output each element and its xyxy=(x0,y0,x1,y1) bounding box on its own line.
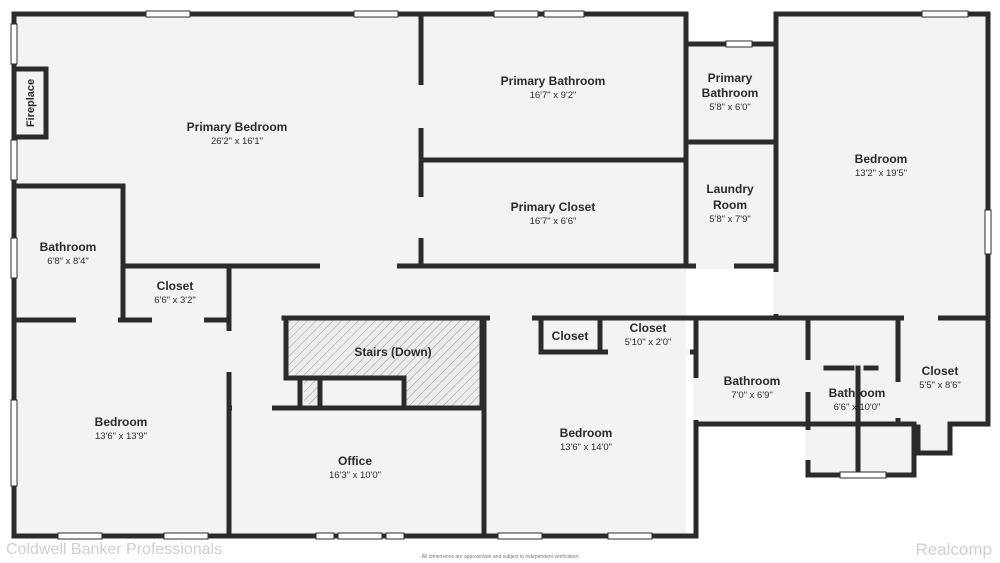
laundry-room-dims: 5'8" x 7'9" xyxy=(709,214,751,225)
closet-left-dims: 6'6" x 3'2" xyxy=(154,295,196,306)
walls xyxy=(11,11,991,539)
bedroom-right-label: Bedroom xyxy=(855,152,908,166)
office-dims: 16'3" x 10'0" xyxy=(329,470,381,481)
primary-closet-dims: 16'7" x 6'6" xyxy=(530,216,577,227)
windows xyxy=(10,10,992,540)
mls-watermark: Realcomp xyxy=(915,540,992,559)
fireplace: Fireplace xyxy=(11,66,49,140)
brokerage-watermark: Coldwell Banker Professionals xyxy=(6,541,223,558)
bedroom-right-dims: 13'2" x 19'5" xyxy=(855,168,907,179)
stairs-area xyxy=(286,318,482,408)
primary-bathroom-dims: 16'7" x 9'2" xyxy=(530,90,577,101)
openings xyxy=(76,85,938,460)
closet-right-dims: 5'5" x 8'6" xyxy=(919,380,961,391)
floor-fills xyxy=(14,14,988,537)
stairs-landing xyxy=(304,378,318,404)
bedroom-mid-dims: 13'6" x 14'0" xyxy=(560,442,612,453)
disclaimer-text: All dimensions are approximate and subje… xyxy=(421,554,579,560)
primary-closet-label: Primary Closet xyxy=(511,200,596,214)
laundry-room-label-1: Laundry xyxy=(706,182,754,196)
room-labels: Primary Bedroom 26'2" x 16'1" Primary Ba… xyxy=(40,71,961,481)
closet-mid-dims: 5'10" x 2'0" xyxy=(625,337,672,348)
primary-bathroom-small-label-1: Primary xyxy=(708,71,753,85)
bedroom-left-dims: 13'6" x 13'9" xyxy=(95,431,147,442)
bathroom-left-label: Bathroom xyxy=(40,240,97,254)
bathroom-mid-label: Bathroom xyxy=(724,374,781,388)
bathroom-mid-dims: 7'0" x 6'9" xyxy=(731,390,773,401)
closet-right-label: Closet xyxy=(922,364,959,378)
primary-bathroom-small-label-2: Bathroom xyxy=(702,86,759,100)
bathroom-left-dims: 6'8" x 8'4" xyxy=(47,256,89,267)
closet-small-label: Closet xyxy=(552,329,589,343)
bedroom-left-label: Bedroom xyxy=(95,415,148,429)
bedroom-mid-label: Bedroom xyxy=(560,426,613,440)
primary-bedroom-dims: 26'2" x 16'1" xyxy=(211,136,263,147)
closet-left-label: Closet xyxy=(157,279,194,293)
fireplace-label: Fireplace xyxy=(25,79,37,127)
laundry-room-label-2: Room xyxy=(713,198,747,212)
closet-mid-label: Closet xyxy=(630,321,667,335)
stairs-label: Stairs (Down) xyxy=(354,345,431,359)
primary-bedroom-label: Primary Bedroom xyxy=(187,120,288,134)
bathroom-right-label: Bathroom xyxy=(829,386,886,400)
primary-bathroom-small-dims: 5'8" x 6'0" xyxy=(709,102,751,113)
office-label: Office xyxy=(338,454,372,468)
primary-bathroom-label: Primary Bathroom xyxy=(501,74,606,88)
bathroom-right-dims: 6'6" x 10'0" xyxy=(834,402,881,413)
